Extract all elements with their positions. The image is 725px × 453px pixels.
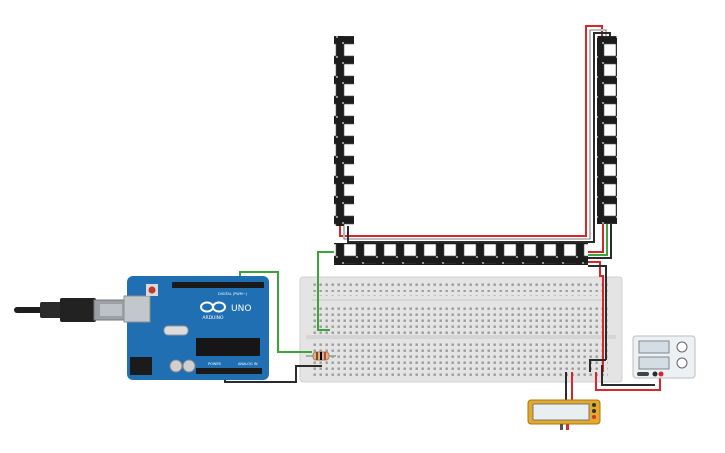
arduino-model: UNO <box>231 304 251 314</box>
strip-wires <box>339 25 612 259</box>
header-digital-label: DIGITAL (PWM~) <box>218 292 248 296</box>
power-supply[interactable] <box>632 335 696 379</box>
multimeter[interactable] <box>527 399 601 430</box>
resistor[interactable] <box>306 351 336 361</box>
arduino-brand: ARDUINO <box>202 315 224 321</box>
led-strip-vertical-right[interactable] <box>597 36 617 224</box>
led-strip-vertical-left[interactable] <box>334 36 354 226</box>
breadboard[interactable] <box>299 276 623 383</box>
arduino-logo <box>200 301 226 313</box>
usb-cable[interactable] <box>14 298 129 322</box>
header-power-label: POWER <box>208 362 222 366</box>
arduino-uno[interactable]: ARDUINO UNO DIGITAL (PWM~) POWER ANALOG … <box>123 276 269 380</box>
header-analog-label: ANALOG IN <box>238 362 258 366</box>
led-strip-horizontal[interactable] <box>334 243 588 265</box>
